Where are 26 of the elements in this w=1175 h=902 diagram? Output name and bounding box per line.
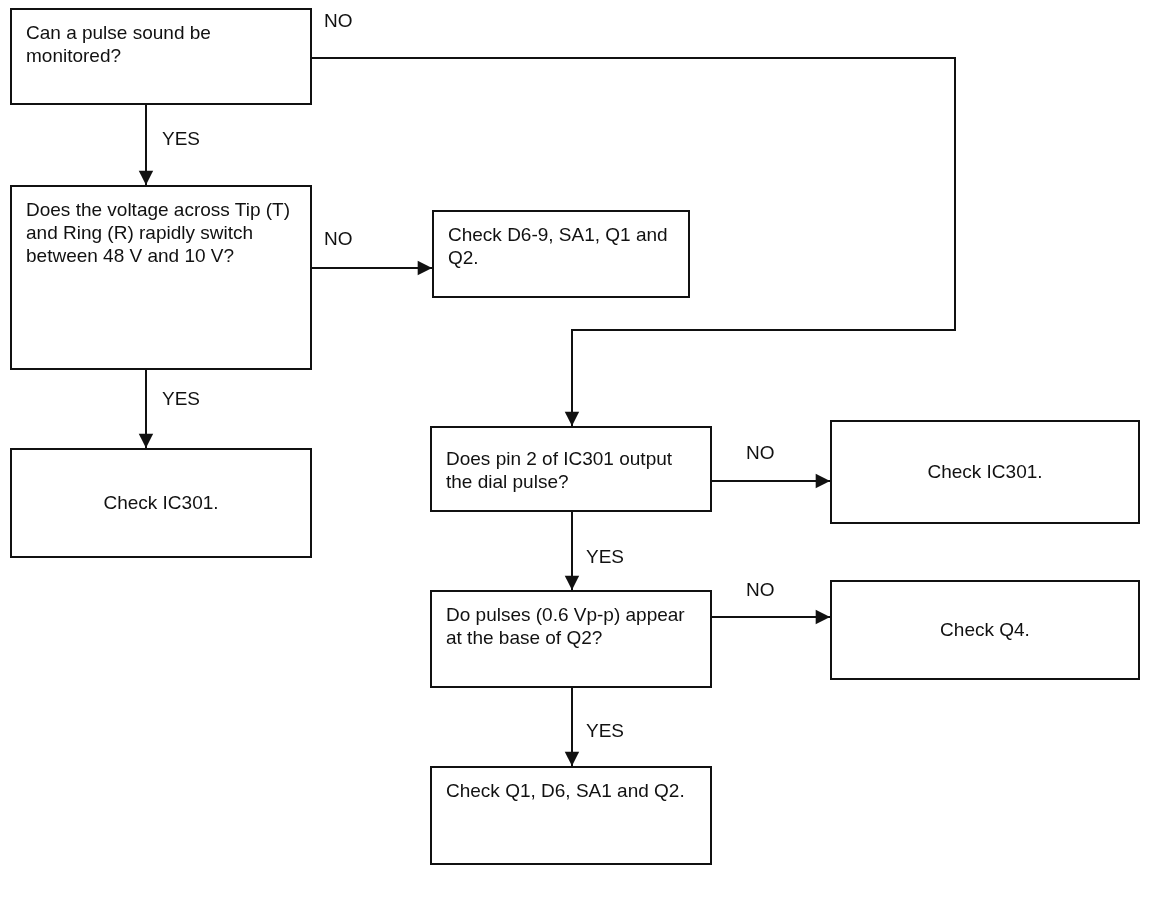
box-text: Does the voltage across Tip (T) and Ring (R) rapidly switch between 48 V and 10 V? — [26, 199, 291, 268]
result-box — [830, 420, 1140, 524]
arrow — [138, 369, 154, 449]
arrow — [564, 687, 580, 767]
box-text: Can a pulse sound be monitored? — [26, 22, 212, 68]
box-text: Check Q1, D6, SA1 and Q2. — [446, 780, 685, 803]
result-box — [10, 448, 312, 558]
box-text: Does pin 2 of IC301 output the dial pulse? — [446, 448, 674, 494]
arrow — [564, 511, 580, 591]
box-text: Check IC301. — [103, 491, 219, 515]
result-box — [430, 766, 712, 865]
arrow — [711, 473, 831, 489]
box-text: Do pulses (0.6 Vp-p) appear at the base of Q2? — [446, 604, 686, 650]
box-text: Check Q4. — [940, 618, 1030, 642]
box-text: Check D6-9, SA1, Q1 and Q2. — [448, 224, 669, 270]
question-box — [10, 8, 312, 105]
question-box — [10, 185, 312, 370]
result-box — [432, 210, 690, 298]
question-box — [430, 590, 712, 688]
question-box — [430, 426, 712, 512]
arrow — [311, 260, 433, 276]
box-text: Check IC301. — [927, 460, 1043, 484]
arrow — [711, 609, 831, 625]
arrow — [138, 104, 154, 186]
arrow — [311, 57, 956, 427]
result-box — [830, 580, 1140, 680]
